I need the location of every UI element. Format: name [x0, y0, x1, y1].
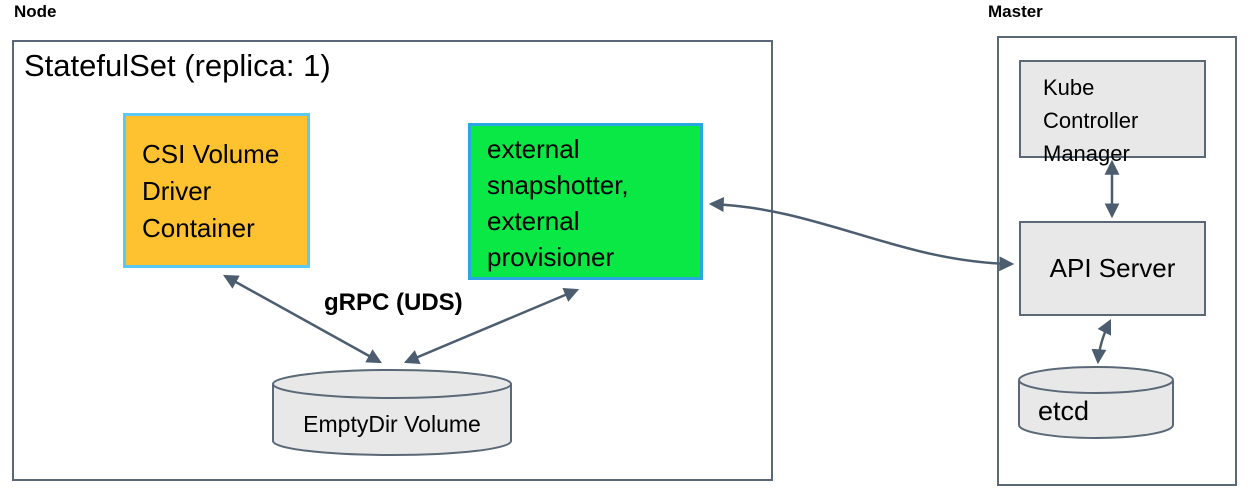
external-snapshotter-provisioner-box: external snapshotter, external provision…	[468, 123, 703, 280]
etcd-label: etcd	[1038, 396, 1090, 426]
node-section-label: Node	[14, 2, 57, 21]
api-server-box: API Server	[1019, 221, 1206, 316]
api-server-label: API Server	[1049, 253, 1176, 283]
statefulset-title: StatefulSet (replica: 1)	[24, 48, 331, 83]
master-section-label: Master	[988, 2, 1043, 21]
kube-controller-manager-box: Kube Controller Manager	[1019, 60, 1206, 166]
grpc-uds-label: gRPC (UDS)	[324, 289, 463, 316]
csi-volume-driver-container-box: CSI Volume Driver Container	[123, 113, 310, 268]
emptydir-volume-label: EmptyDir Volume	[303, 411, 481, 437]
